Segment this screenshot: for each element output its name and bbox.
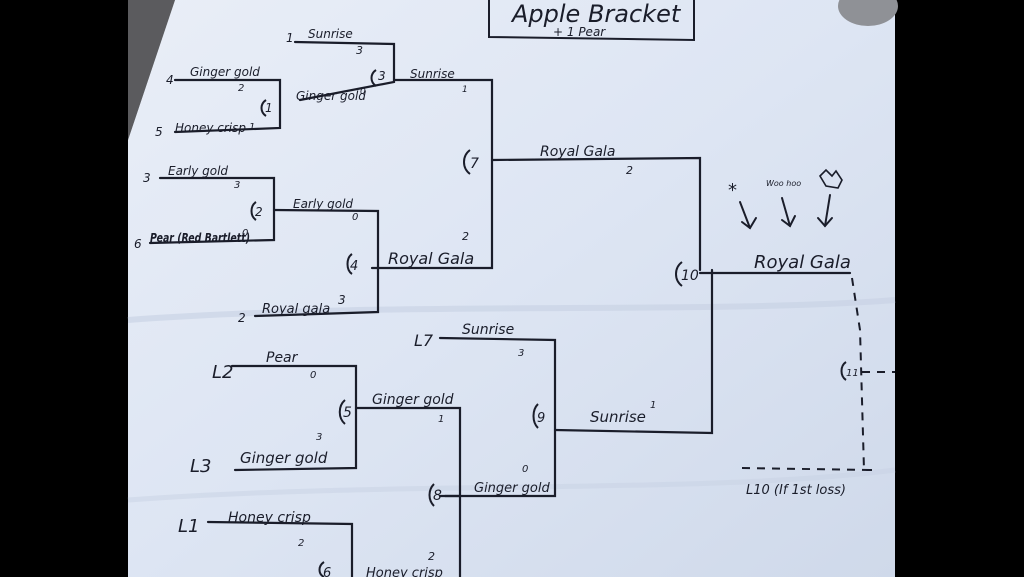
match-number: 2: [255, 205, 263, 219]
paper-fold: [127, 297, 896, 323]
match-score: 1: [650, 400, 656, 411]
match-number: 5: [343, 405, 352, 421]
entrant-score: 3: [518, 348, 524, 359]
entrant-seed: 1: [286, 31, 294, 45]
match-winner: Royal Gala: [754, 252, 851, 273]
entrant-seed: 6: [134, 237, 142, 251]
entrant-seed: L1: [178, 516, 199, 537]
entrant-score: 3: [338, 293, 346, 307]
entrant-seed: L2: [212, 362, 233, 383]
bracket-subtitle: + 1 Pear: [553, 25, 606, 39]
match-score: 2: [428, 550, 435, 563]
entrant-name: Ginger gold: [240, 449, 328, 467]
match-winner: Sunrise: [410, 67, 455, 81]
match-number: 11: [846, 368, 859, 379]
bracket-lines: [148, 40, 852, 577]
bracket-title: Apple Bracket: [510, 0, 682, 28]
match-number: 10: [681, 268, 699, 284]
hand-doodle-icon: [818, 168, 843, 189]
entrant-score: 1: [249, 122, 255, 133]
entrant-seed: 3: [143, 171, 151, 185]
match-winner: Ginger gold: [296, 89, 366, 103]
match-number: 9: [537, 411, 545, 426]
match-winner: Ginger gold: [474, 481, 550, 496]
match-winner: Ginger gold: [372, 392, 454, 408]
match-score: 2: [626, 164, 633, 177]
entrant-name: Honey crisp: [228, 510, 311, 526]
entrant-seed: 2: [238, 311, 246, 325]
arrows: [739, 194, 833, 230]
match-brackets: [250, 69, 847, 577]
match-winner: Early gold: [293, 197, 353, 211]
entrant-seed: 5: [155, 125, 163, 139]
entrant-name: Early gold: [168, 164, 228, 178]
match-score: 0: [360, 87, 366, 97]
match-winner: Royal Gala: [540, 144, 615, 160]
match-score: 0: [522, 464, 528, 475]
entrant-score: 2: [298, 538, 304, 549]
right-black-bar: [895, 0, 1024, 577]
match-number: 4: [350, 259, 358, 274]
loser-note: L10 (If 1st loss): [746, 483, 846, 498]
entrant-score: 0: [242, 228, 248, 239]
entrant-name: Pear: [266, 350, 299, 366]
match-winner: Sunrise: [590, 408, 646, 426]
match-number: 6: [323, 566, 331, 577]
match-winner: Honey crisp: [366, 566, 443, 577]
woo-hoo-annotation: Woo hoo: [766, 179, 801, 188]
match-score: 0: [352, 212, 358, 223]
entrant-score: 0: [310, 370, 316, 381]
entrant-name: Sunrise: [462, 322, 514, 338]
match-winner: Royal Gala: [388, 249, 474, 268]
match-score: 1: [438, 414, 444, 425]
grey-object: [838, 0, 898, 26]
entrant-score: 3: [356, 44, 363, 57]
entrant-name: Royal gala: [262, 302, 330, 317]
entrant-name: Ginger gold: [190, 65, 260, 79]
match-score: 2: [462, 230, 469, 243]
dashed-lines: [741, 277, 895, 471]
match-score: 1: [462, 85, 468, 95]
entrant-name: Sunrise: [308, 27, 353, 41]
paper-fold: [127, 467, 896, 503]
entrant-score: 3: [316, 432, 322, 443]
title-box: [488, 0, 695, 42]
star-annotation: *: [728, 180, 737, 201]
entrant-seed: L3: [190, 456, 211, 477]
match-number: 1: [265, 101, 273, 115]
entrant-seed: L7: [414, 331, 434, 350]
match-number: 3: [378, 69, 386, 83]
entrant-score: 3: [234, 180, 240, 191]
entrant-score: 2: [238, 83, 244, 94]
match-number: 7: [470, 156, 479, 172]
entrant-name: Pear (Red Bartlett): [150, 231, 250, 245]
entrant-name: Honey crisp: [175, 121, 246, 135]
match-number: 8: [433, 488, 442, 504]
left-black-bar: [0, 0, 128, 577]
entrant-seed: 4: [166, 73, 174, 87]
